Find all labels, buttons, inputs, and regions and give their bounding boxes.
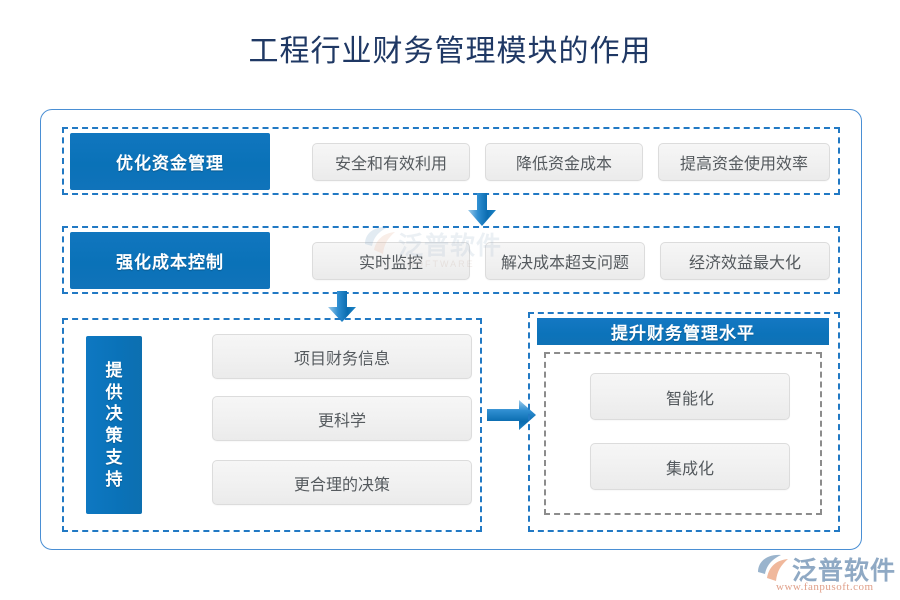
brand-logo: 泛普软件 www.fanpusoft.com bbox=[756, 552, 896, 597]
brand-logo-url: www.fanpusoft.com bbox=[776, 581, 874, 593]
row-3-item-3[interactable]: 更合理的决策 bbox=[212, 460, 472, 505]
row-4-container bbox=[528, 312, 840, 532]
row-4-item-1[interactable]: 智能化 bbox=[590, 373, 790, 420]
row-2-item-2[interactable]: 解决成本超支问题 bbox=[485, 242, 645, 280]
arrow-right-icon bbox=[487, 399, 537, 436]
row-4-item-2[interactable]: 集成化 bbox=[590, 443, 790, 490]
row-3-label-char-4: 策 bbox=[105, 426, 123, 445]
arrow-down-icon bbox=[327, 291, 357, 328]
row-1-container bbox=[62, 127, 840, 195]
row-3-label-char-3: 决 bbox=[105, 404, 123, 424]
row-2-label[interactable]: 强化成本控制 bbox=[70, 232, 270, 289]
row-2-item-3[interactable]: 经济效益最大化 bbox=[660, 242, 830, 280]
row-3-label-char-1: 提 bbox=[105, 360, 123, 380]
row-1-item-3[interactable]: 提高资金使用效率 bbox=[658, 143, 830, 181]
brand-logo-name: 泛普软件 bbox=[792, 558, 897, 585]
row-3-container bbox=[62, 318, 482, 532]
row-3-item-1[interactable]: 项目财务信息 bbox=[212, 334, 472, 379]
row-2-container bbox=[62, 226, 840, 294]
row-3-label-char-6: 持 bbox=[105, 469, 123, 489]
diagram-outer-frame bbox=[40, 109, 862, 550]
row-1-item-1[interactable]: 安全和有效利用 bbox=[312, 143, 470, 181]
page-title: 工程行业财务管理模块的作用 bbox=[248, 35, 652, 68]
row-3-item-2[interactable]: 更科学 bbox=[212, 396, 472, 441]
row-4-label[interactable]: 提升财务管理水平 bbox=[537, 318, 829, 345]
row-3-label[interactable]: 提 供 决 策 支 持 bbox=[86, 336, 142, 514]
row-1-label[interactable]: 优化资金管理 bbox=[70, 133, 270, 190]
row-2-item-1[interactable]: 实时监控 bbox=[312, 242, 470, 280]
row-3-label-char-2: 供 bbox=[105, 382, 123, 402]
row-1-item-2[interactable]: 降低资金成本 bbox=[485, 143, 643, 181]
brand-logo-icon bbox=[758, 554, 788, 581]
row-4-inner-container bbox=[544, 352, 822, 515]
arrow-down-icon bbox=[467, 193, 497, 232]
row-3-label-char-5: 支 bbox=[105, 447, 123, 467]
